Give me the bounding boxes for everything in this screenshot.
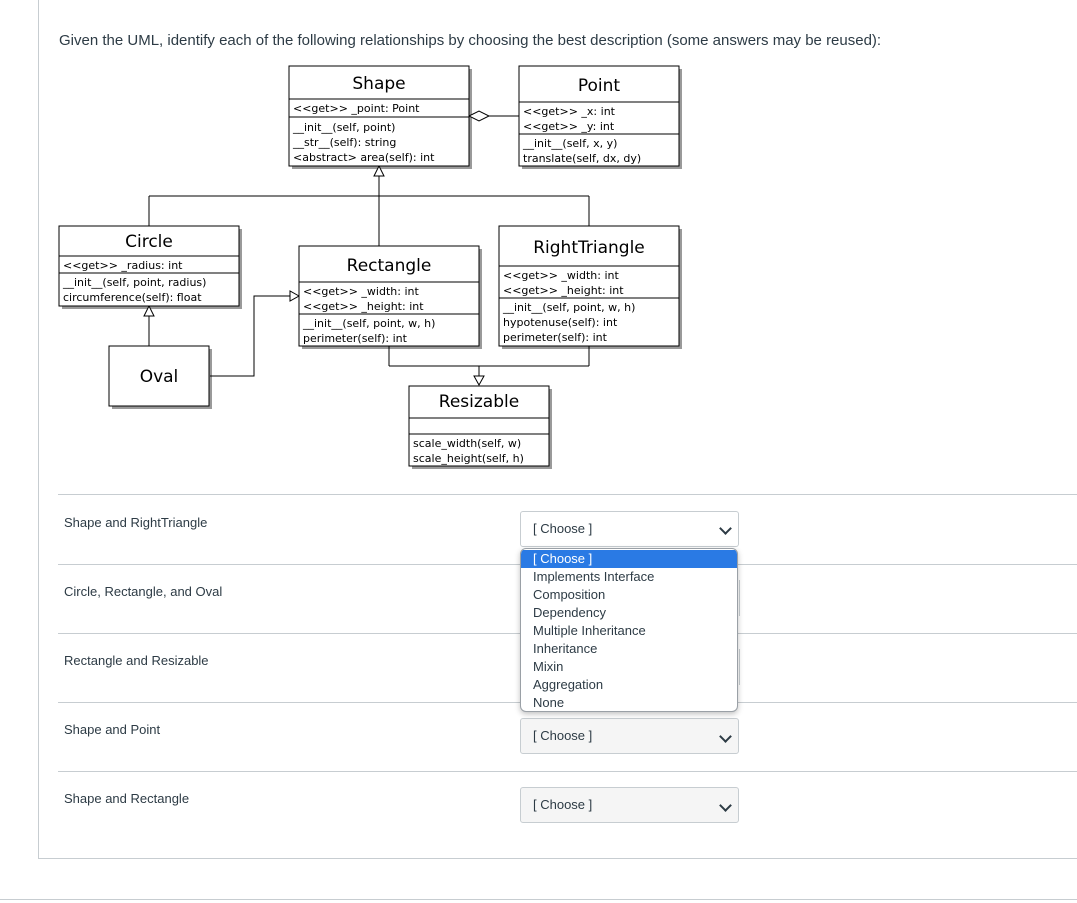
uml-class-point: Point <<get>> _x: int <<get>> _y: int __…	[518, 65, 680, 167]
dropdown-option-implements-interface[interactable]: Implements Interface	[533, 569, 655, 584]
class-name-rectangle: Rectangle	[347, 256, 432, 276]
class-attribute: <<get>> _width: int	[503, 269, 619, 282]
select-value: [ Choose ]	[533, 728, 593, 743]
class-name-oval: Oval	[140, 367, 179, 387]
class-method: __init__(self, point, w, h)	[502, 301, 635, 314]
answer-select-shape-point[interactable]: [ Choose ]	[520, 718, 739, 754]
dropdown-option-mixin[interactable]: Mixin	[533, 659, 564, 674]
row-label-circle-rectangle-oval: Circle, Rectangle, and Oval	[64, 584, 223, 599]
class-method: __init__(self, x, y)	[522, 137, 617, 150]
class-attribute: <<get>> _x: int	[523, 105, 616, 118]
class-name-circle: Circle	[125, 232, 173, 252]
class-name-shape: Shape	[352, 74, 405, 94]
class-attribute: <<get>> _height: int	[303, 300, 424, 313]
class-method: circumference(self): float	[63, 291, 202, 304]
dropdown-option-inheritance[interactable]: Inheritance	[533, 641, 598, 656]
row-label-shape-point: Shape and Point	[64, 722, 161, 737]
class-method: perimeter(self): int	[503, 331, 608, 344]
chevron-down-icon	[719, 799, 732, 812]
class-method: __init__(self, point)	[292, 121, 395, 134]
uml-class-resizable: Resizable scale_width(self, w) scale_hei…	[408, 385, 550, 467]
row-divider	[58, 771, 1077, 772]
page-divider	[0, 899, 1077, 900]
dropdown-option-choose[interactable]: [ Choose ]	[521, 550, 737, 568]
uml-class-oval: Oval	[108, 345, 210, 407]
chevron-down-icon	[719, 522, 732, 535]
uml-class-shape: Shape <<get>> _point: Point __init__(sel…	[288, 65, 470, 167]
question-text: Given the UML, identify each of the foll…	[59, 32, 882, 49]
dropdown-option-aggregation[interactable]: Aggregation	[533, 677, 604, 692]
class-method: translate(self, dx, dy)	[523, 152, 641, 165]
class-attribute: <<get>> _point: Point	[293, 102, 420, 115]
class-method: hypotenuse(self): int	[503, 316, 618, 329]
class-method: scale_width(self, w)	[413, 437, 521, 450]
class-attribute: <<get>> _width: int	[303, 285, 419, 298]
dropdown-option-none[interactable]: None	[533, 695, 565, 710]
class-attribute: <<get>> _radius: int	[63, 259, 183, 272]
class-attribute: <<get>> _height: int	[503, 284, 624, 297]
chevron-down-icon	[719, 730, 732, 743]
class-method: __str__(self): string	[292, 136, 396, 149]
uml-diagram: Shape <<get>> _point: Point __init__(sel…	[58, 65, 682, 469]
class-name-righttriangle: RightTriangle	[533, 238, 645, 258]
class-method: __init__(self, point, radius)	[62, 276, 206, 289]
class-method: <abstract> area(self): int	[293, 151, 435, 164]
dropdown-option-composition[interactable]: Composition	[533, 587, 606, 602]
class-name-point: Point	[578, 76, 621, 96]
answer-select-shape-rectangle[interactable]: [ Choose ]	[520, 787, 739, 823]
row-label-shape-righttriangle: Shape and RightTriangle	[64, 515, 208, 530]
relationship-lines	[143, 110, 590, 387]
class-method: perimeter(self): int	[303, 332, 408, 345]
uml-class-circle: Circle <<get>> _radius: int __init__(sel…	[58, 225, 240, 307]
class-name-resizable: Resizable	[439, 392, 519, 412]
select-value: [ Choose ]	[533, 521, 593, 536]
class-attribute: <<get>> _y: int	[523, 120, 615, 133]
row-divider	[58, 494, 1077, 495]
uml-class-righttriangle: RightTriangle <<get>> _width: int <<get>…	[498, 225, 680, 347]
class-method: __init__(self, point, w, h)	[302, 317, 435, 330]
row-label-rectangle-resizable: Rectangle and Resizable	[64, 653, 209, 668]
dropdown-option-multiple-inheritance[interactable]: Multiple Inheritance	[533, 623, 646, 638]
answer-select-shape-righttriangle[interactable]: [ Choose ]	[520, 511, 739, 547]
class-method: scale_height(self, h)	[413, 452, 524, 465]
select-dropdown-menu[interactable]: [ Choose ] Implements Interface Composit…	[520, 548, 738, 712]
select-value: [ Choose ]	[533, 797, 593, 812]
uml-class-rectangle: Rectangle <<get>> _width: int <<get>> _h…	[298, 245, 480, 347]
answer-select-rectangle-resizable[interactable]	[734, 649, 740, 685]
answer-select-circle-rectangle-oval[interactable]	[734, 580, 740, 616]
dropdown-option-dependency[interactable]: Dependency	[533, 605, 606, 620]
row-label-shape-rectangle: Shape and Rectangle	[64, 791, 190, 806]
